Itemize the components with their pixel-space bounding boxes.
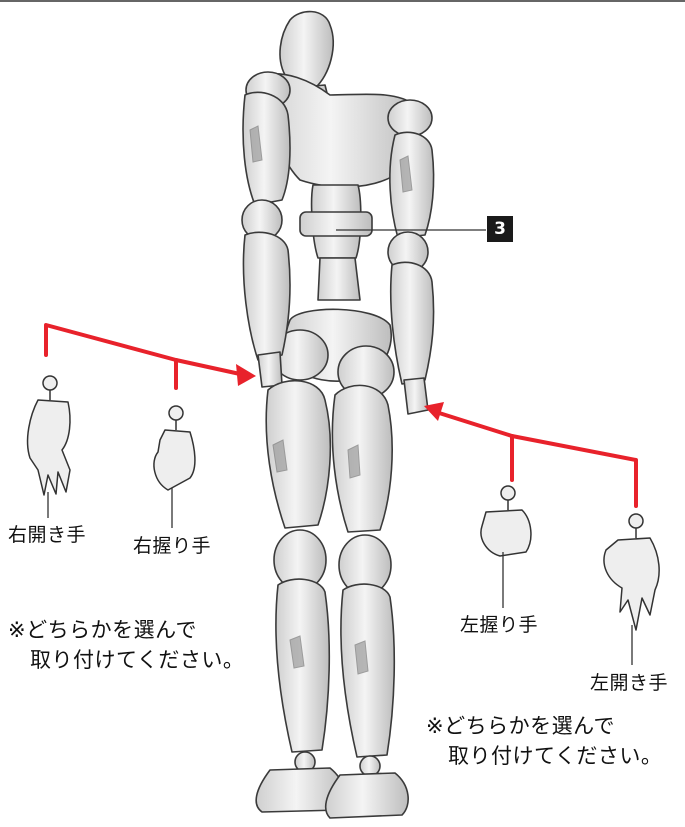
action-figure	[242, 12, 434, 818]
left-hand-arrow	[436, 412, 636, 506]
left-fist-hand	[481, 486, 531, 556]
note-left: ※どちらかを選んで 取り付けてください。	[8, 615, 244, 675]
right-open-hand	[28, 376, 70, 495]
arrowhead-right-hand	[236, 364, 256, 386]
note-left-line2: 取り付けてください。	[8, 645, 244, 675]
left-open-hand	[604, 514, 659, 630]
part-number-badge: 3	[487, 216, 513, 242]
label-right-open-hand: 右開き手	[8, 520, 86, 547]
right-hand-arrow	[46, 325, 240, 374]
figure-left-foot	[326, 773, 408, 818]
right-fist-hand	[154, 406, 195, 490]
note-right-line1: ※どちらかを選んで	[426, 714, 615, 738]
note-left-line1: ※どちらかを選んで	[8, 618, 197, 642]
label-right-fist-hand: 右握り手	[133, 531, 211, 558]
label-left-fist-hand: 左握り手	[460, 610, 538, 637]
note-right-line2: 取り付けてください。	[426, 741, 662, 771]
note-right: ※どちらかを選んで 取り付けてください。	[426, 711, 662, 771]
label-left-open-hand: 左開き手	[590, 668, 668, 695]
